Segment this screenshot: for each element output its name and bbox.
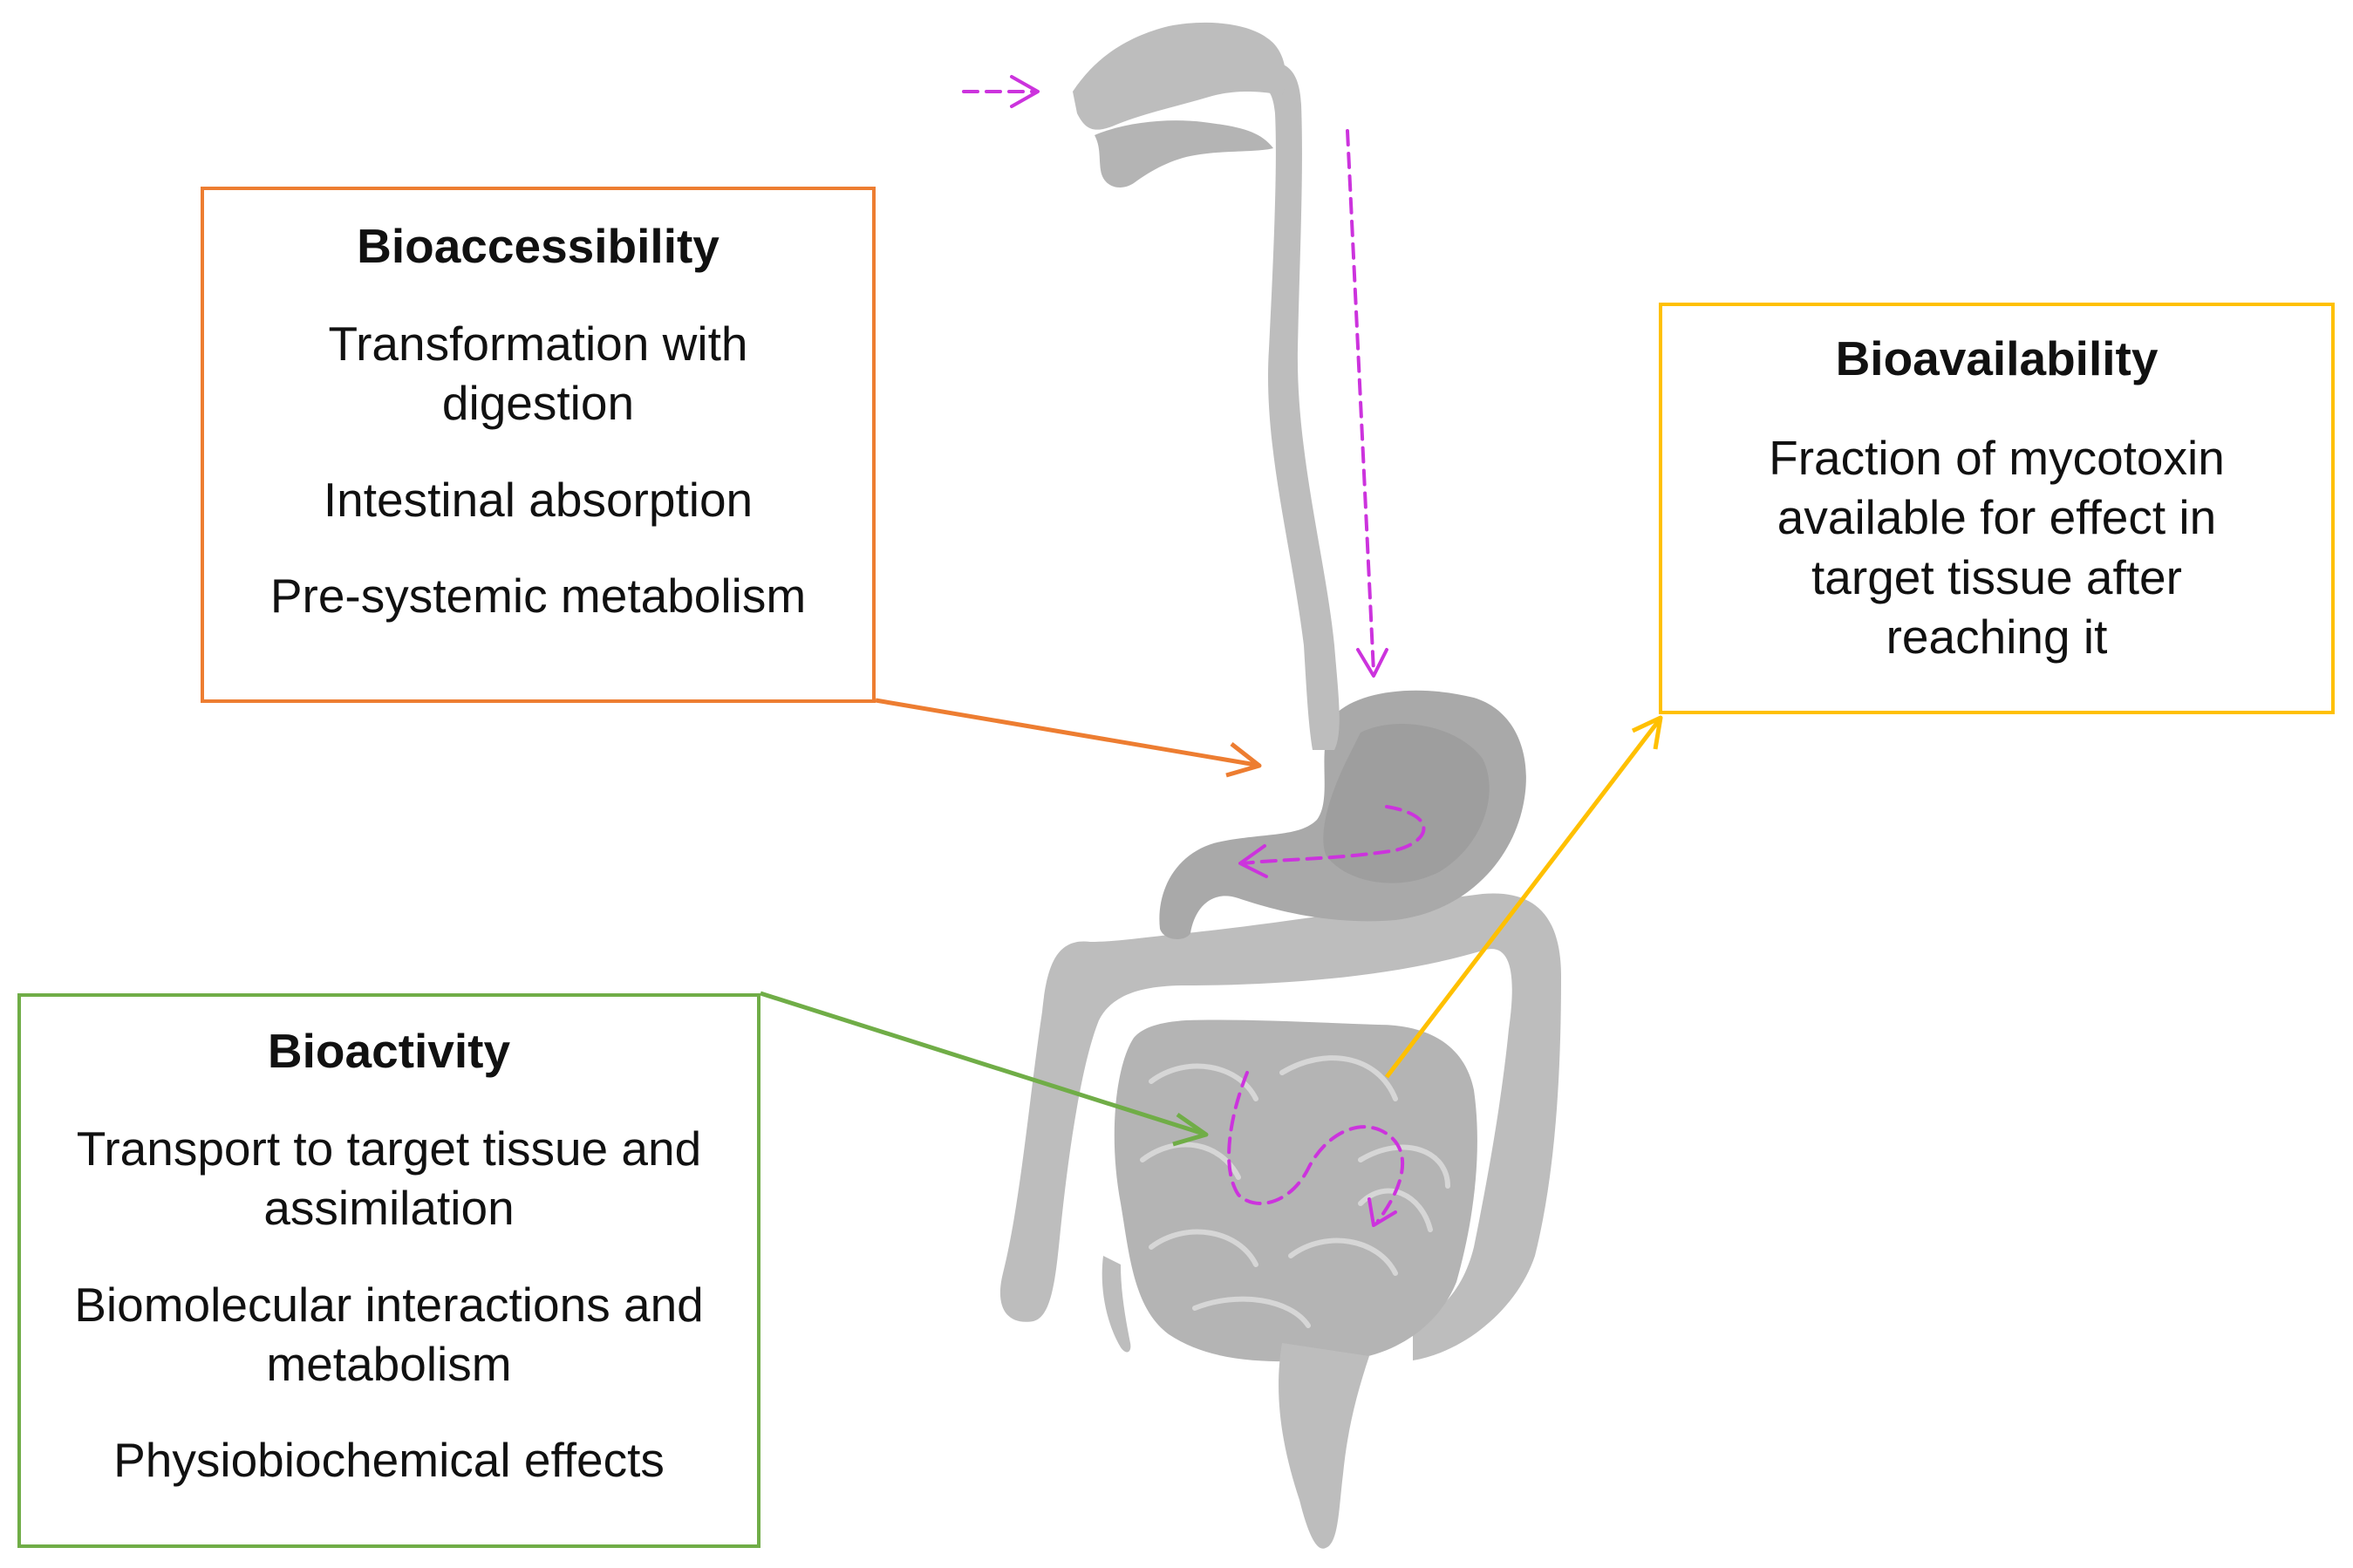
bioaccessibility-item-line: Intestinal absorption <box>323 472 754 527</box>
digestive-system-icon <box>999 22 1561 1549</box>
bioaccessibility-title: Bioaccessibility <box>357 219 720 273</box>
bioaccessibility-item-line: Transformation with <box>328 317 748 372</box>
connector-bioactivity <box>760 991 1209 1147</box>
tongue-shape <box>1095 120 1273 187</box>
bioaccessibility-item: Transformation with digestion <box>204 314 872 433</box>
mouth-shape <box>1073 22 1286 130</box>
appendix-shape <box>1101 1256 1131 1353</box>
connector-bioaccessibility <box>875 698 1262 778</box>
bioactivity-item-line: Transport to target tissue and <box>76 1121 702 1176</box>
bioavailability-line: target tissue after <box>1811 549 2182 604</box>
bioactivity-item: Transport to target tissue and assimilat… <box>21 1119 757 1237</box>
bioaccessibility-item-line: Pre-systemic metabolism <box>269 568 807 623</box>
stomach-highlight <box>1323 724 1490 883</box>
bioactivity-item-line: Biomolecular interactions and <box>74 1277 704 1332</box>
bioactivity-item-line: metabolism <box>266 1336 512 1391</box>
bioaccessibility-item: Intestinal absorption <box>204 470 872 529</box>
flow-arrow-stomach <box>1241 805 1426 865</box>
esophagus-shape <box>1260 61 1340 750</box>
bioaccessibility-box: Bioaccessibility Transformation with dig… <box>201 187 876 703</box>
bioactivity-item: Biomolecular interactions and metabolism <box>21 1275 757 1394</box>
bioactivity-item-line: assimilation <box>263 1181 515 1236</box>
intestine-coils <box>1140 1055 1450 1328</box>
bioaccessibility-item-line: digestion <box>441 376 635 431</box>
bioavailability-line: Fraction of mycotoxin <box>1769 431 2225 486</box>
flow-arrow-intestine <box>1227 1071 1405 1223</box>
bioactivity-title: Bioactivity <box>267 1024 511 1078</box>
bioactivity-box: Bioactivity Transport to target tissue a… <box>17 993 760 1548</box>
large-intestine-shape <box>999 893 1561 1360</box>
bioavailability-line: reaching it <box>1886 609 2108 664</box>
bioavailability-line: available for effect in <box>1777 490 2217 545</box>
bioavailability-box: Bioavailability Fraction of mycotoxin av… <box>1659 303 2335 714</box>
connector-bioavailability <box>1385 715 1663 1079</box>
flow-arrow-esophagus <box>1346 129 1375 673</box>
bioaccessibility-item: Pre-systemic metabolism <box>204 566 872 625</box>
rectum-shape <box>1279 1343 1369 1549</box>
small-intestine-shape <box>1114 1019 1477 1362</box>
bioavailability-title: Bioavailability <box>1835 331 2159 385</box>
flow-arrowheads <box>1010 75 1397 1227</box>
bioactivity-item-line: Physiobiochemical effects <box>113 1432 665 1487</box>
bioactivity-item: Physiobiochemical effects <box>21 1430 757 1490</box>
digestive-flow-arrows <box>962 90 1426 1223</box>
